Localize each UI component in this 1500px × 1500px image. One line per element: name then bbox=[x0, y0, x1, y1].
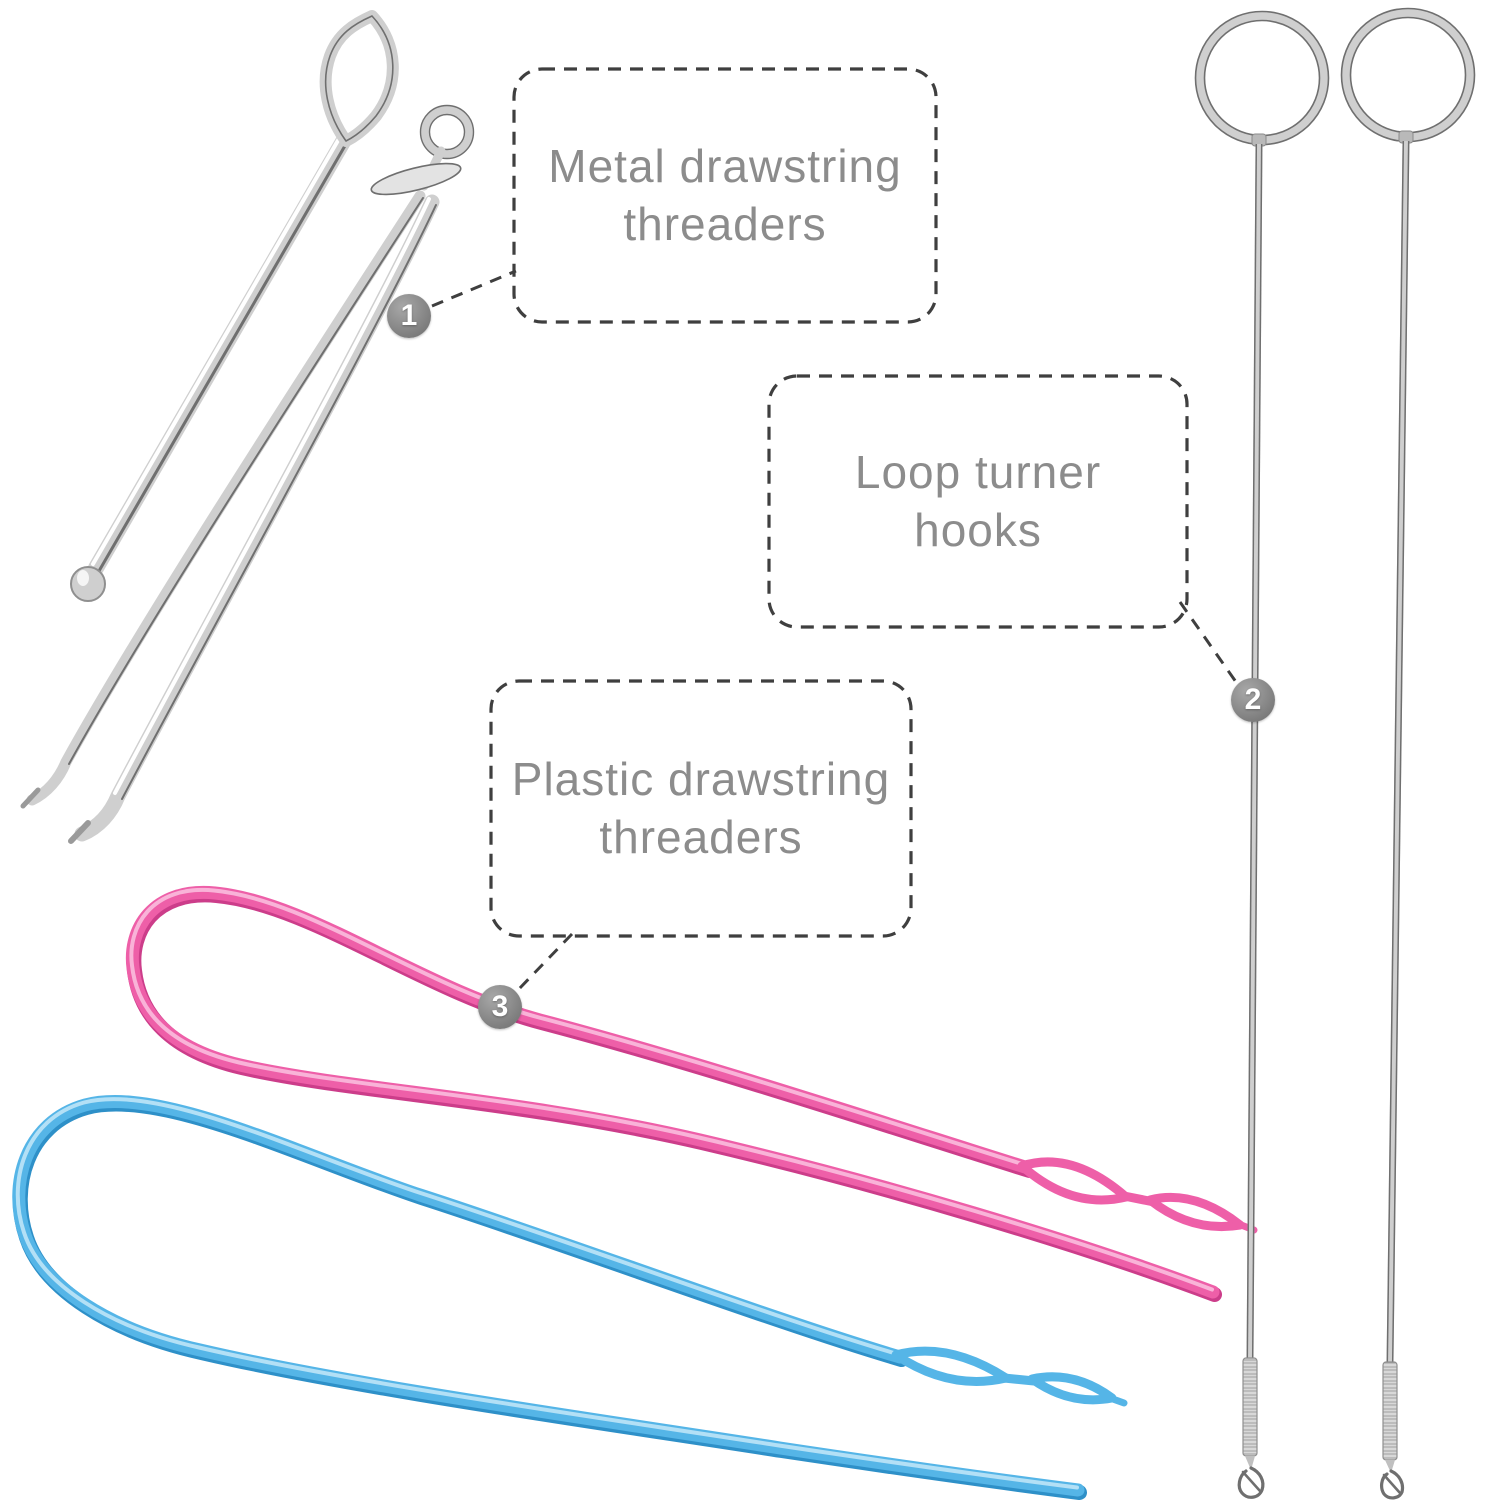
pink-eye-1 bbox=[1017, 1157, 1131, 1205]
loop-turner-2-rod bbox=[1386, 140, 1410, 1363]
loop-turner-1 bbox=[1194, 10, 1330, 1499]
blue-needle-tip bbox=[1106, 1394, 1128, 1407]
loop-turner-2-grip bbox=[1382, 1361, 1398, 1461]
blue-cord-highlight bbox=[15, 1096, 1080, 1490]
loop-turner-1-ring-rim-inner bbox=[1203, 19, 1321, 137]
loop-turner-2-rod-edge-left bbox=[1386, 140, 1405, 1363]
tweezer-arm-thin-shadow bbox=[68, 197, 424, 765]
metal-drawstring-threaders bbox=[20, 10, 475, 844]
number-badge-1: 1 bbox=[387, 294, 431, 338]
callout-label-line: Plastic drawstring bbox=[511, 752, 891, 805]
bodkin-ball-tip bbox=[70, 566, 106, 602]
badge-number: 3 bbox=[491, 990, 509, 1023]
tweezer-arm-wide-shadow bbox=[121, 204, 437, 800]
connector-1 bbox=[431, 269, 517, 308]
badge-number: 2 bbox=[1244, 683, 1262, 716]
plastic-threader-pink bbox=[131, 890, 1258, 1295]
loop-turner-1-grip bbox=[1242, 1357, 1258, 1457]
loop-turner-1-latch bbox=[1241, 1470, 1262, 1493]
callout-box-1 bbox=[512, 67, 938, 324]
pink-eye-2 bbox=[1145, 1192, 1245, 1232]
bodkin-threader bbox=[70, 10, 399, 602]
bodkin-eye-rim bbox=[324, 15, 394, 142]
loop-turner-2-taper bbox=[1385, 1460, 1395, 1473]
bodkin-ball-tip-highlight bbox=[77, 570, 89, 586]
callout-label-line: Loop turner bbox=[854, 445, 1102, 498]
tweezer-arm-thin bbox=[26, 190, 426, 806]
bodkin-shaft-shadow-line bbox=[97, 142, 348, 573]
blue-cord bbox=[19, 1101, 1078, 1490]
loop-turner-2-ring-rim-inner bbox=[1349, 16, 1467, 134]
tweezer-arm-wide-prong bbox=[68, 820, 91, 844]
loop-turner-1-rod bbox=[1246, 143, 1263, 1359]
connector-3 bbox=[516, 932, 574, 992]
number-badge-3: 3 bbox=[478, 985, 522, 1029]
callout-label-plastic-threaders: Plastic drawstring threaders bbox=[490, 680, 912, 937]
callout-label-loop-turner-hooks: Loop turner hooks bbox=[768, 375, 1188, 628]
number-badge-2: 2 bbox=[1231, 678, 1275, 722]
connector-2 bbox=[1178, 601, 1238, 683]
tweezer-loop-rim-outer bbox=[419, 104, 475, 160]
blue-eye-2 bbox=[1027, 1372, 1117, 1405]
loop-turner-1-taper bbox=[1245, 1456, 1255, 1470]
tweezer-arm-wide bbox=[74, 194, 440, 842]
callout-label-line: hooks bbox=[914, 503, 1042, 556]
callout-label-line: threaders bbox=[599, 810, 803, 863]
callout-label-line: Metal drawstring bbox=[548, 139, 902, 192]
callout-box-3 bbox=[489, 679, 913, 938]
tweezer-arm-wide-highlight bbox=[113, 197, 431, 795]
callout-label-line: threaders bbox=[623, 197, 827, 250]
loop-turner-2 bbox=[1340, 7, 1476, 1500]
tweezer-loop-rim-inner bbox=[428, 113, 466, 151]
plastic-threader-blue bbox=[15, 1096, 1128, 1493]
loop-turner-1-rod-edge-left bbox=[1246, 143, 1258, 1359]
bodkin-shaft bbox=[88, 132, 352, 576]
loop-turner-2-ring bbox=[1342, 9, 1474, 141]
loop-turner-1-rod-edge-right bbox=[1251, 143, 1263, 1359]
loop-turner-1-ring bbox=[1196, 12, 1328, 144]
loop-turner-1-hook bbox=[1237, 1466, 1265, 1499]
loop-turner-1-ring-rim-outer bbox=[1194, 10, 1330, 146]
loop-turner-2-ring-rim-outer bbox=[1340, 7, 1476, 143]
tweezer-collar-disc bbox=[370, 162, 462, 196]
tweezer-arm-thin-prong bbox=[20, 787, 41, 809]
callout-label-metal-threaders: Metal drawstring threaders bbox=[513, 68, 937, 323]
loop-turner-2-hook bbox=[1380, 1469, 1405, 1500]
loop-turner-2-rod-edge-right bbox=[1391, 140, 1410, 1363]
tweezer-loop bbox=[420, 105, 474, 159]
blue-cord-shadow bbox=[20, 1104, 1079, 1493]
bodkin-shaft-highlight bbox=[91, 135, 342, 566]
blue-eye-1 bbox=[891, 1346, 1011, 1386]
loop-turner-2-latch bbox=[1382, 1473, 1402, 1495]
tweezer-threader bbox=[20, 104, 475, 844]
pink-cord bbox=[132, 892, 1213, 1292]
badge-number: 1 bbox=[400, 299, 418, 332]
callout-box-2 bbox=[767, 374, 1189, 629]
